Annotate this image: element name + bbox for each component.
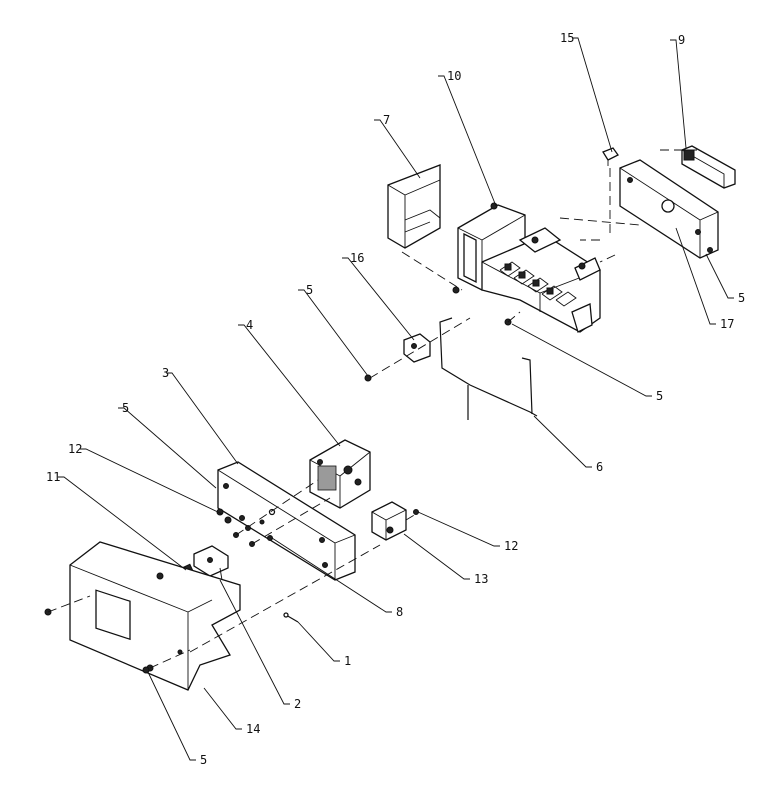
- callout-2: 2: [294, 697, 301, 711]
- callout-8: 8: [396, 605, 403, 619]
- callout-14: 14: [246, 722, 260, 736]
- part-13-switch: [371, 501, 407, 541]
- callout-6: 6: [596, 460, 603, 474]
- callout-5-right-mid: 5: [656, 389, 663, 403]
- callout-1: 1: [344, 654, 351, 668]
- alignment-lines: [47, 149, 700, 669]
- ice-mold-tray: [481, 227, 601, 333]
- leader-lines: [58, 37, 734, 761]
- part-15-clip: [602, 147, 619, 166]
- part-16-bracket: [403, 333, 431, 363]
- callout-12-left: 12: [68, 442, 82, 456]
- part-2-clamp: [193, 545, 229, 581]
- callout-12-right: 12: [504, 539, 518, 553]
- part-3-support-plate: [217, 461, 356, 581]
- part-14-cover: [69, 541, 241, 691]
- callout-5-upper: 5: [306, 283, 313, 297]
- callout-3: 3: [162, 366, 169, 380]
- part-7-shield: [387, 164, 441, 249]
- callout-labels: 15 9 10 7 16 5 4 3 5 12 11 5 17 5 6 12 1…: [46, 31, 745, 767]
- part-9-thermostat: [681, 145, 736, 189]
- callout-7: 7: [383, 113, 390, 127]
- callout-9: 9: [678, 33, 685, 47]
- callout-5-right-top: 5: [738, 291, 745, 305]
- callout-16: 16: [350, 251, 364, 265]
- callout-10: 10: [447, 69, 461, 83]
- part-17-mounting-plate: [619, 159, 719, 259]
- callout-5-bottom: 5: [200, 753, 207, 767]
- part-1-pin: [283, 612, 299, 623]
- callout-15: 15: [560, 31, 574, 45]
- screws-part-5: [44, 286, 512, 674]
- callout-17: 17: [720, 317, 734, 331]
- screw-cluster: [216, 508, 276, 547]
- callout-13: 13: [474, 572, 488, 586]
- callout-11: 11: [46, 470, 60, 484]
- part-6-shutoff-arm: [439, 317, 538, 420]
- callout-5-left: 5: [122, 401, 129, 415]
- part-4-drive-module: [309, 439, 371, 509]
- callout-4: 4: [246, 318, 253, 332]
